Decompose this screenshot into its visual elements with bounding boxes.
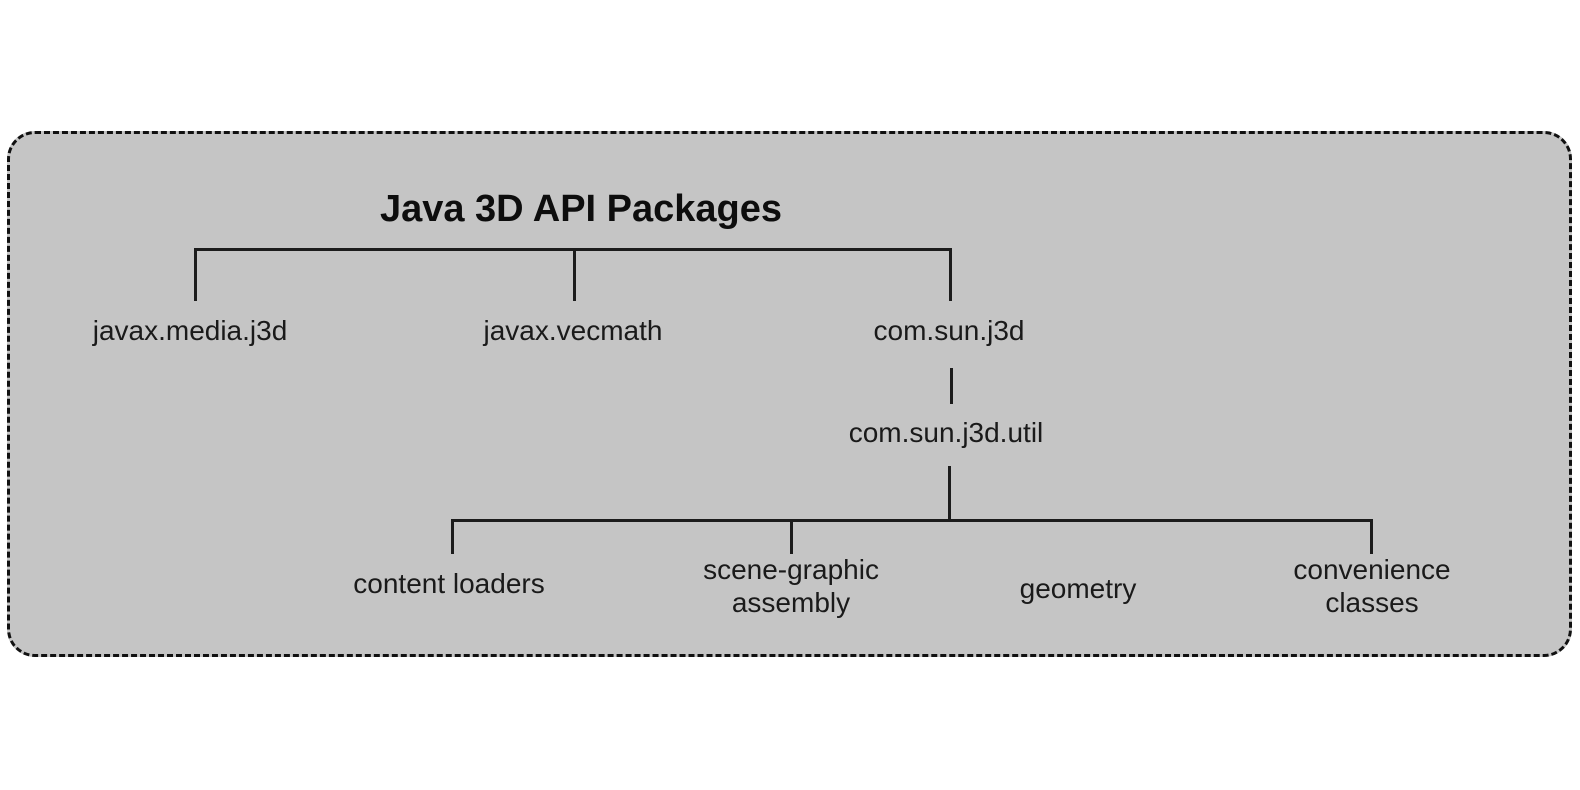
diagram-panel [7, 131, 1572, 657]
node-convenience-classes: convenience classes [1293, 554, 1451, 618]
lower-bracket-drop-scene-graphic-assembly [790, 519, 793, 554]
diagram-title: Java 3D API Packages [379, 188, 783, 230]
connector-com-sun-j3d-to-util [950, 368, 953, 404]
node-com-sun-j3d-util: com.sun.j3d.util [848, 417, 1044, 448]
node-javax-vecmath: javax.vecmath [483, 315, 663, 346]
top-bracket-drop-javax-vecmath [573, 248, 576, 301]
node-com-sun-j3d: com.sun.j3d [873, 315, 1025, 346]
lower-bracket-drop-content-loaders [451, 519, 454, 554]
top-bracket-drop-com-sun-j3d [949, 248, 952, 301]
node-javax-media-j3d: javax.media.j3d [92, 315, 288, 346]
lower-bracket-horizontal-line [451, 519, 1373, 522]
lower-bracket-drop-convenience-classes [1370, 519, 1373, 554]
node-geometry: geometry [1019, 573, 1137, 604]
node-scene-graphic-assembly: scene-graphic assembly [703, 554, 879, 618]
node-content-loaders: content loaders [353, 568, 545, 599]
top-bracket-drop-javax-media-j3d [194, 248, 197, 301]
connector-util-to-lower-bracket [948, 466, 951, 520]
